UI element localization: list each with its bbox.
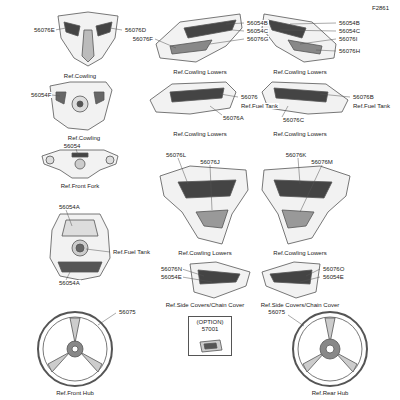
reference-note: Ref.Cowling (67, 135, 101, 141)
part-number: 56076F (132, 36, 154, 42)
part-number: 56076H (338, 48, 361, 54)
part-number: 56054B (246, 20, 269, 26)
part-number: 56076N (160, 266, 183, 272)
part-number: 56075 (118, 309, 137, 315)
part-number: 56076K (285, 152, 308, 158)
reference-note: Ref.Cowling Lowers (272, 69, 327, 75)
part-number: 56076E (33, 27, 56, 33)
part-number: 56076D (124, 27, 147, 33)
reference-note: Ref.Fuel Tank (112, 249, 151, 255)
reference-note: Ref.Cowling Lowers (177, 250, 232, 256)
reference-note: Ref.Cowling Lowers (172, 69, 227, 75)
reference-note: Ref.Side Covers/Chain Cover (260, 302, 341, 308)
reference-note: Ref.Rear Hub (311, 390, 350, 396)
part-number: 56076M (310, 159, 334, 165)
part-number: 56076 (240, 94, 259, 100)
part-number: 56076O (322, 266, 345, 272)
part-number: 56076C (282, 117, 305, 123)
part-number: 56054C (338, 28, 361, 34)
part-number: 57001 (189, 326, 231, 333)
reference-note: Ref.Side Covers/Chain Cover (165, 302, 246, 308)
part-number: 56054A (58, 280, 81, 286)
option-heading: (OPTION) (189, 319, 231, 326)
part-number: 56076J (199, 159, 221, 165)
part-number: 56076B (352, 94, 375, 100)
part-number: 56076I (338, 36, 358, 42)
reference-note: Ref.Cowling Lowers (272, 250, 327, 256)
part-number: 56054F (30, 92, 52, 98)
reference-note: Ref.Cowling Lowers (172, 131, 227, 137)
reference-note: Ref.Front Fork (60, 183, 101, 189)
reference-note: Ref.Fuel Tank (240, 103, 279, 109)
part-number: 56054E (322, 274, 345, 280)
reference-note: Ref.Front Hub (55, 390, 95, 396)
part-number: 56076L (165, 152, 187, 158)
part-number: 56075 (267, 309, 286, 315)
part-number: 56054 (63, 143, 82, 149)
option-box: (OPTION)57001 (188, 316, 232, 356)
part-number: F2861 (371, 5, 390, 11)
part-number: 56054A (58, 204, 81, 210)
part-number: 56054E (160, 274, 183, 280)
reference-note: Ref.Cowling (63, 73, 97, 79)
part-number: 56076A (222, 115, 245, 121)
part-number: 56054B (338, 20, 361, 26)
part-number: 56076G (246, 36, 269, 42)
reference-note: Ref.Fuel Tank (352, 103, 391, 109)
reference-note: Ref.Cowling Lowers (272, 131, 327, 137)
part-number: 56054C (246, 28, 269, 34)
